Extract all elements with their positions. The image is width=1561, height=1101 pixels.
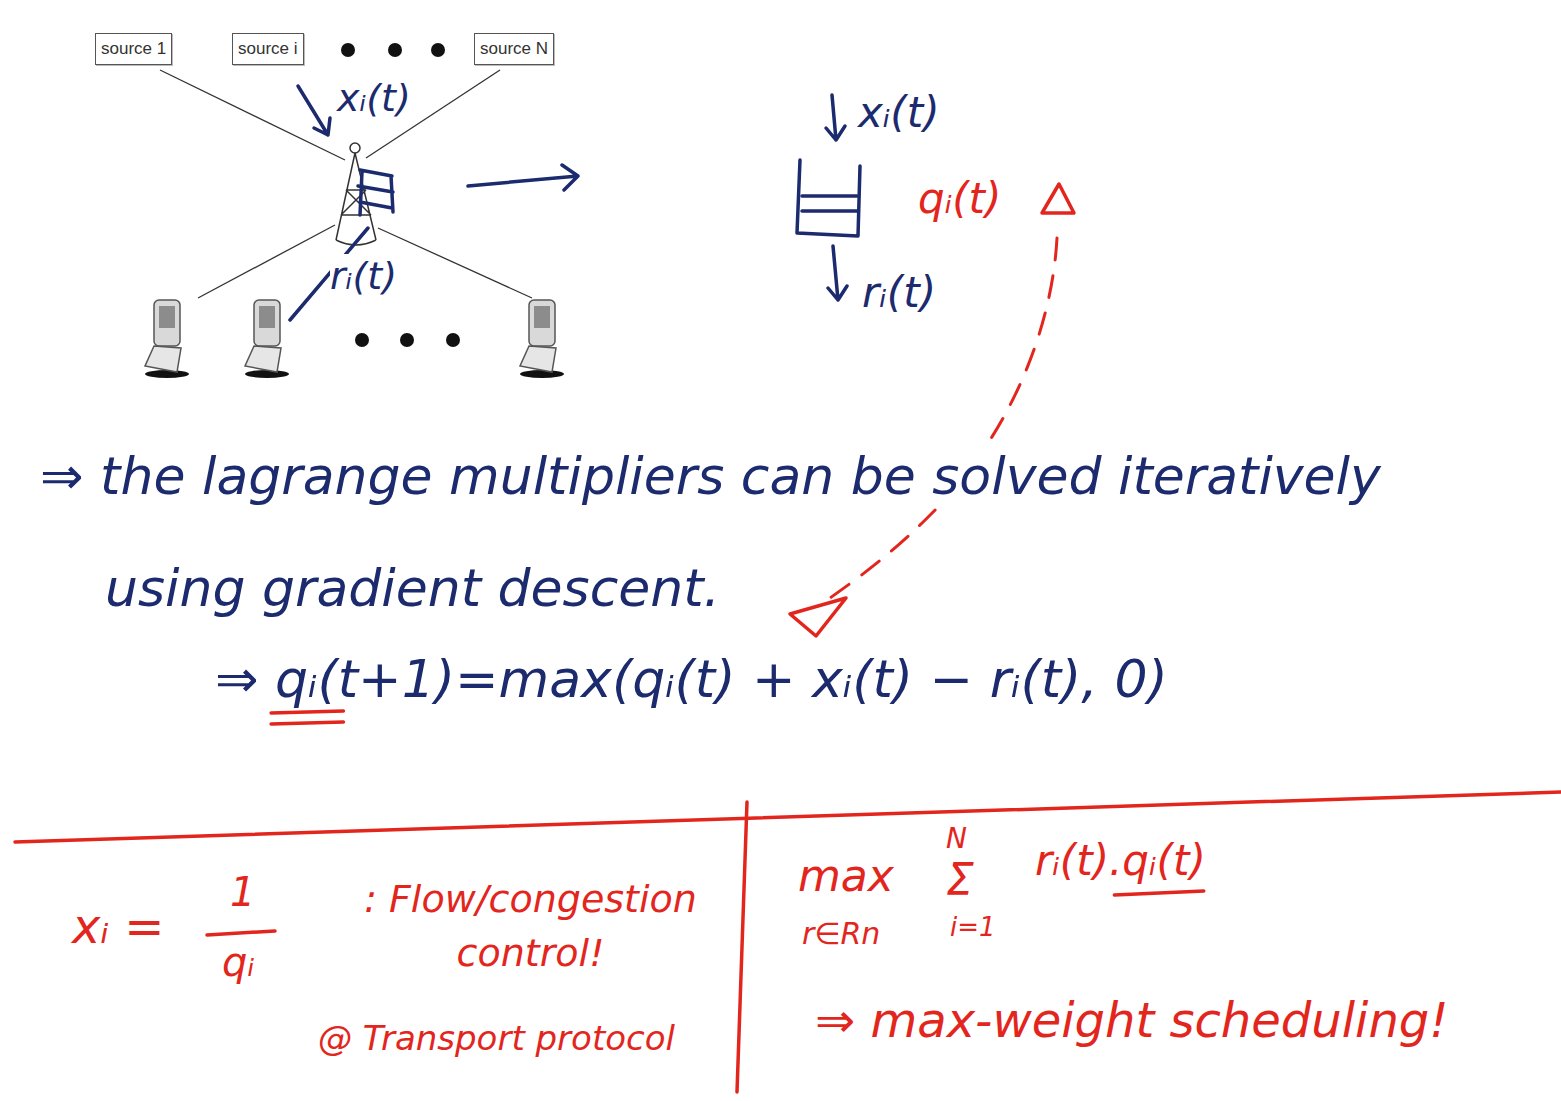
equation: max [798,850,894,901]
equation: ⇒ qᵢ(t+1)=max(qᵢ(t) + xᵢ(t) − rᵢ(t), 0) [215,649,1168,709]
divider-line [737,802,747,1092]
note-text: : Flow/congestion control! [364,877,697,975]
ellipsis-dot [388,43,402,57]
flow-label: rᵢ(t) [330,254,397,298]
source-box: source i [232,33,304,65]
label-box: ⇒ the lagrange multipliers can be solved… [40,420,1530,644]
label-box: xᵢ(t) [337,76,411,122]
label-box: ⇒ max-weight scheduling! [815,992,1449,1050]
ellipsis-dot [400,333,414,347]
tower-symbol [336,143,376,245]
flow-label: xᵢ(t) [858,88,940,137]
label-box: @ Transport protocol [318,1018,675,1059]
label-box: r∈Rn [802,916,880,952]
label-box: N [946,822,967,856]
label-box: xᵢ(t) [858,88,940,138]
label-box: qᵢ(t) [918,174,1001,224]
equation-subscript: r∈Rn [802,916,880,951]
fraction-numerator: 1 [230,869,255,915]
divider-line [15,792,1561,842]
equation-subscript: i=1 [950,912,996,942]
flow-label: xᵢ(t) [337,76,411,120]
arrow-head [790,598,846,636]
sum-symbol: Σ [946,854,974,905]
delta-mark [1042,184,1074,213]
queue-scribble [358,170,393,215]
label-box: max [798,850,894,903]
phone-icon [520,300,564,378]
underline [271,711,343,713]
dashed-arrow [830,238,1057,598]
equation: rᵢ(t).qᵢ(t) [1035,836,1206,885]
phone-icon [245,300,289,378]
source-box: source N [474,33,554,65]
label-box: Σ [946,854,974,907]
source-label: source 1 [101,39,166,59]
note-text: @ Transport protocol [318,1018,675,1058]
link-line [378,228,532,298]
label-box: rᵢ(t) [862,268,936,318]
ellipsis-dot [431,43,445,57]
queue-symbol [802,196,857,211]
label-box: i=1 [950,912,996,943]
antenna [350,143,360,153]
arrival-arrow [298,86,330,135]
source-label: source i [238,39,298,59]
queue-symbol [797,160,860,236]
note-text: ⇒ max-weight scheduling! [815,992,1449,1048]
queue-label: qᵢ(t) [918,174,1001,223]
ellipsis-dot [341,43,355,57]
label-box: qᵢ [222,938,255,986]
departure-arrow [828,246,847,300]
source-label: source N [480,39,548,59]
underline [1114,891,1203,895]
phone-icon [145,300,189,378]
label-box: xᵢ = [72,898,164,956]
link-line [160,70,345,160]
ellipsis-dot [355,333,369,347]
label-box: : Flow/congestion control! [328,872,733,980]
source-box: source 1 [95,33,172,65]
tower-lattice [336,153,376,245]
fraction-bar [207,931,275,935]
right-arrow [468,165,578,190]
arrival-arrow [826,95,845,140]
equation-superscript: N [946,822,967,855]
flow-label: rᵢ(t) [862,268,936,317]
link-line [198,225,335,298]
fraction-denominator: qᵢ [222,939,255,985]
label-box: rᵢ(t) [330,254,397,300]
equation: xᵢ = [72,898,164,954]
label-box: ⇒ qᵢ(t+1)=max(qᵢ(t) + xᵢ(t) − rᵢ(t), 0) [215,648,1168,710]
ellipsis-dot [446,333,460,347]
label-box: rᵢ(t).qᵢ(t) [1035,836,1206,886]
label-box: 1 [230,868,255,916]
note-text: ⇒ the lagrange multipliers can be solved… [40,446,1381,618]
underline [271,722,343,724]
